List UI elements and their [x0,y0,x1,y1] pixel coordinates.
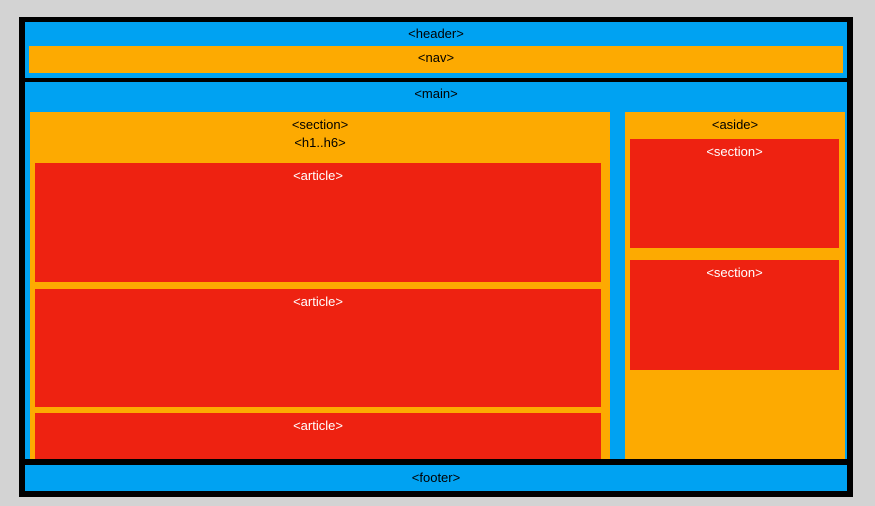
header-label: <header> [408,26,464,41]
aside-block: <aside> <section> <section> [625,112,845,459]
aside-section-block: <section> [630,260,839,370]
article-block: <article> [35,163,601,282]
main-block: <main> <section> <h1..h6> <article> <art… [25,82,847,459]
footer-label: <footer> [411,470,461,485]
article-block: <article> [35,289,601,407]
nav-label: <nav> [417,50,455,65]
footer-block: <footer> [25,465,847,491]
page-layout-diagram: <header> <nav> <main> <section> <h1..h6>… [19,17,853,497]
nav-block: <nav> [29,46,843,73]
aside-section-label: <section> [706,265,763,280]
article-label: <article> [293,294,343,309]
section-block: <section> <h1..h6> <article> <article> <… [30,112,610,459]
section-heading-label: <h1..h6> [294,135,346,150]
article-block: <article> [35,413,601,459]
article-label: <article> [293,168,343,183]
header-block: <header> <nav> [25,22,847,78]
article-label: <article> [293,418,343,433]
aside-section-block: <section> [630,139,839,248]
main-label: <main> [414,86,458,101]
section-label: <section> [291,117,349,132]
aside-section-label: <section> [706,144,763,159]
aside-label: <aside> [711,117,759,132]
